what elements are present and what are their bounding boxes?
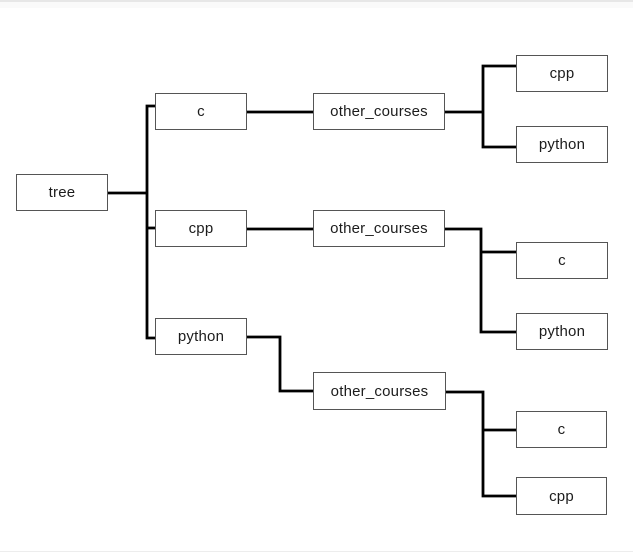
node-cpp-2: cpp bbox=[516, 55, 608, 92]
node-python-2: python bbox=[516, 126, 608, 163]
node-label: other_courses bbox=[330, 382, 429, 400]
connector-oc1-to-children bbox=[481, 64, 516, 149]
node-c-3: c bbox=[516, 411, 607, 448]
node-label: cpp bbox=[188, 220, 214, 237]
connector-oc3-to-children bbox=[445, 390, 516, 498]
node-c-1: c bbox=[155, 93, 247, 130]
connector-python-to-other-courses bbox=[247, 335, 313, 393]
node-python-1: python bbox=[155, 318, 247, 355]
node-python-3: python bbox=[516, 313, 608, 350]
node-oc-2: other_courses bbox=[313, 210, 445, 247]
node-label: other_courses bbox=[330, 220, 428, 237]
node-cpp-3: cpp bbox=[516, 477, 607, 515]
node-label: other_courses bbox=[330, 103, 428, 120]
node-tree: tree bbox=[16, 174, 108, 211]
node-label: tree bbox=[48, 184, 76, 201]
node-label: c bbox=[197, 103, 205, 120]
node-label: c bbox=[558, 252, 566, 269]
connector-oc2-to-children bbox=[445, 227, 516, 334]
node-label: cpp bbox=[549, 487, 574, 505]
top-band bbox=[0, 2, 633, 8]
node-label: python bbox=[538, 136, 586, 153]
node-cpp-1: cpp bbox=[155, 210, 247, 247]
node-oc-3: other_courses bbox=[313, 372, 446, 410]
connector-trunk-c-python bbox=[145, 104, 155, 340]
node-oc-1: other_courses bbox=[313, 93, 445, 130]
top-edge-line bbox=[0, 0, 633, 2]
node-c-2: c bbox=[516, 242, 608, 279]
node-label: cpp bbox=[549, 65, 575, 82]
node-label: python bbox=[538, 323, 586, 340]
node-label: python bbox=[177, 328, 225, 345]
node-label: c bbox=[557, 421, 566, 438]
